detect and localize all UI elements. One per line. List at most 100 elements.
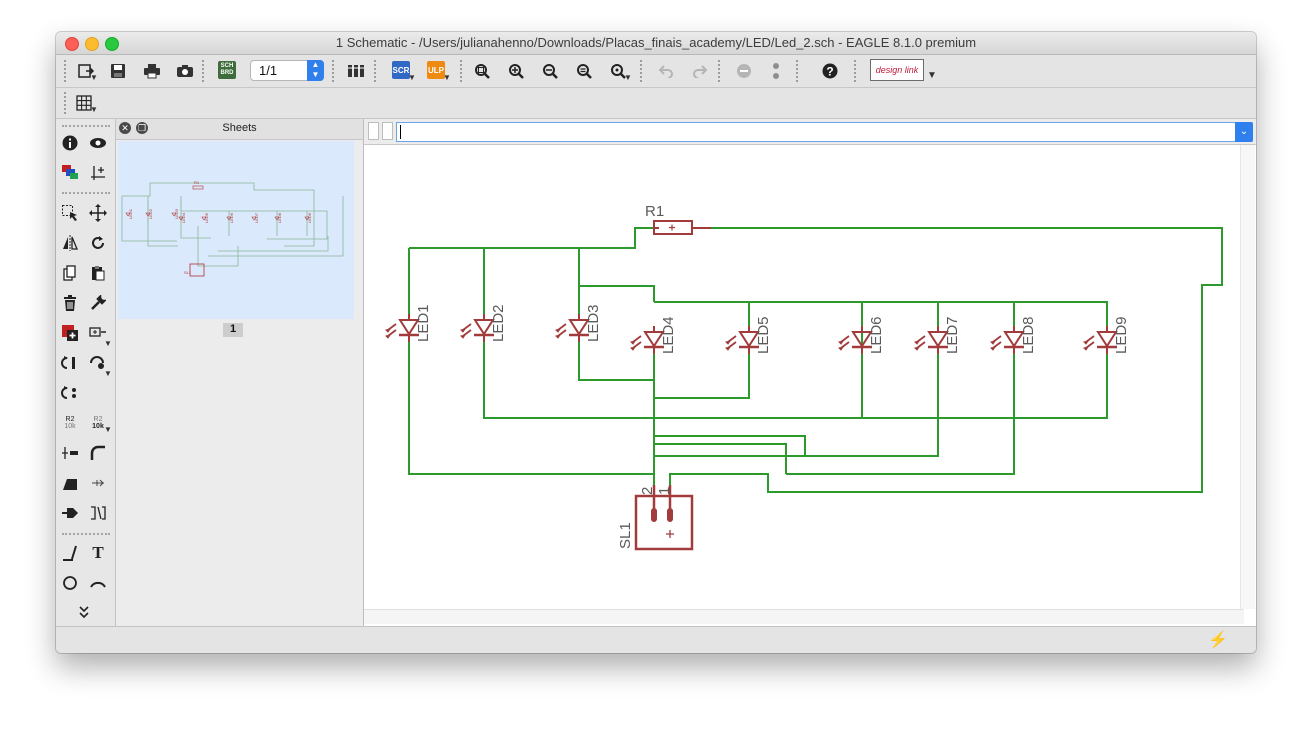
circle-icon[interactable] — [59, 572, 81, 594]
resistor-r1[interactable]: R1 — [645, 203, 711, 235]
command-line-dropdown-icon[interactable]: ⌄ — [1235, 122, 1253, 142]
wire-top-left[interactable] — [409, 227, 653, 249]
command-line-input[interactable]: ⌄ — [396, 122, 1253, 142]
wire-led7-return[interactable] — [805, 354, 939, 457]
sch-brd-switch-icon[interactable]: SCH BRD — [218, 61, 236, 79]
net-icon[interactable] — [87, 502, 109, 524]
float-panel-icon[interactable]: ❐ — [136, 122, 148, 134]
help-icon[interactable]: ? — [820, 61, 840, 81]
show-icon[interactable] — [87, 132, 109, 154]
open-icon[interactable] — [76, 61, 96, 81]
wire-bus-a[interactable] — [654, 435, 806, 457]
value-icon[interactable]: R2 10k — [87, 412, 109, 434]
sheet-stepper-icon[interactable]: ▲▼ — [307, 60, 324, 81]
pinswap-icon[interactable] — [59, 352, 81, 374]
gateswap-icon[interactable] — [87, 352, 109, 374]
toolbar-grip[interactable] — [332, 60, 336, 82]
ulp-dropdown-icon[interactable]: ▼ — [443, 73, 451, 82]
smash-icon[interactable] — [59, 442, 81, 464]
rotate-icon[interactable] — [87, 232, 109, 254]
wire-led1[interactable] — [408, 248, 655, 485]
wire-led3-common[interactable] — [579, 285, 655, 302]
ulp-icon[interactable]: ULP — [427, 61, 445, 79]
status-bolt-icon[interactable]: ⚡ — [1208, 632, 1228, 649]
library-icon[interactable] — [346, 61, 366, 81]
replace-dropdown-icon[interactable]: ▼ — [104, 339, 112, 348]
wire-common-rail[interactable] — [654, 301, 1108, 326]
redo-icon[interactable] — [690, 61, 710, 81]
grid-dropdown-icon[interactable]: ▼ — [90, 105, 98, 114]
mirror-icon[interactable] — [59, 232, 81, 254]
toolbar-grip[interactable] — [202, 60, 206, 82]
led-2[interactable]: LED2 — [460, 304, 507, 342]
command-history-back-button[interactable] — [368, 122, 379, 140]
vertical-scrollbar[interactable] — [1240, 145, 1255, 609]
stop-icon[interactable] — [734, 61, 754, 81]
label-icon[interactable] — [59, 502, 81, 524]
save-icon[interactable] — [108, 61, 128, 81]
go-icon[interactable] — [766, 61, 786, 81]
zoom-in-icon[interactable] — [506, 61, 526, 81]
zoom-fit-icon[interactable] — [472, 61, 492, 81]
minimize-window-button[interactable] — [85, 37, 99, 51]
wire-led5-return[interactable] — [654, 354, 750, 399]
led-1[interactable]: LED1 — [385, 304, 432, 342]
design-link-icon[interactable]: design link — [870, 59, 924, 81]
text-icon[interactable]: T — [92, 543, 104, 562]
toolbar-grip[interactable] — [374, 60, 378, 82]
wire-bus-b[interactable] — [654, 443, 787, 474]
zoom-select-icon[interactable] — [608, 61, 628, 81]
undo-icon[interactable] — [656, 61, 676, 81]
toolbar-grip[interactable] — [64, 92, 68, 114]
led-3[interactable]: LED3 — [555, 304, 602, 342]
close-window-button[interactable] — [65, 37, 79, 51]
group-icon[interactable] — [59, 202, 81, 224]
wire-led9-return[interactable] — [862, 354, 1108, 419]
copy-icon[interactable] — [59, 262, 81, 284]
arc-icon[interactable] — [87, 572, 109, 594]
sheet-number[interactable]: 1 — [223, 323, 243, 337]
miter-icon[interactable] — [87, 442, 109, 464]
cam-icon[interactable] — [175, 61, 195, 81]
led-6[interactable]: LED6 — [838, 316, 885, 354]
led-7[interactable]: LED7 — [914, 316, 961, 354]
design-link-dropdown-icon[interactable]: ▼ — [927, 70, 937, 81]
open-dropdown-icon[interactable]: ▼ — [90, 73, 98, 82]
gateswap-dropdown-icon[interactable]: ▼ — [104, 369, 112, 378]
zoom-dropdown-icon[interactable]: ▼ — [624, 73, 632, 82]
wire-led2-led6[interactable] — [483, 248, 863, 419]
toolbar-grip[interactable] — [640, 60, 644, 82]
move-icon[interactable] — [87, 202, 109, 224]
wire-led-drops[interactable] — [748, 302, 1015, 326]
led-9[interactable]: LED9 — [1083, 316, 1130, 354]
mark-icon[interactable] — [87, 162, 109, 184]
toolbar-grip[interactable] — [718, 60, 722, 82]
sheet-selector[interactable]: 1/1 ▲▼ — [250, 60, 324, 81]
wire-led3-group[interactable] — [578, 248, 654, 381]
led-4[interactable]: LED4 — [630, 316, 677, 354]
invoke-icon[interactable] — [59, 382, 81, 404]
change-icon[interactable] — [87, 292, 109, 314]
optimize-icon[interactable] — [87, 472, 109, 494]
close-panel-icon[interactable]: ✕ — [119, 122, 131, 134]
script-dropdown-icon[interactable]: ▼ — [408, 73, 416, 82]
delete-icon[interactable] — [59, 292, 81, 314]
toolbar-grip[interactable] — [460, 60, 464, 82]
script-icon[interactable]: SCR — [392, 61, 410, 79]
replace-icon[interactable] — [87, 322, 109, 344]
toolbar-grip[interactable] — [854, 60, 858, 82]
led-5[interactable]: LED5 — [725, 316, 772, 354]
value-dropdown-icon[interactable]: ▼ — [104, 425, 112, 434]
zoom-redraw-icon[interactable] — [574, 61, 594, 81]
display-layers-icon[interactable] — [59, 162, 81, 184]
wire-r1-return[interactable] — [669, 227, 1223, 493]
paste-icon[interactable] — [87, 262, 109, 284]
wire-icon[interactable] — [59, 542, 81, 564]
info-icon[interactable] — [59, 132, 81, 154]
grid-icon[interactable] — [74, 93, 94, 113]
zoom-out-icon[interactable] — [540, 61, 560, 81]
wire-led8-return[interactable] — [786, 354, 1015, 475]
led-8[interactable]: LED8 — [990, 316, 1037, 354]
